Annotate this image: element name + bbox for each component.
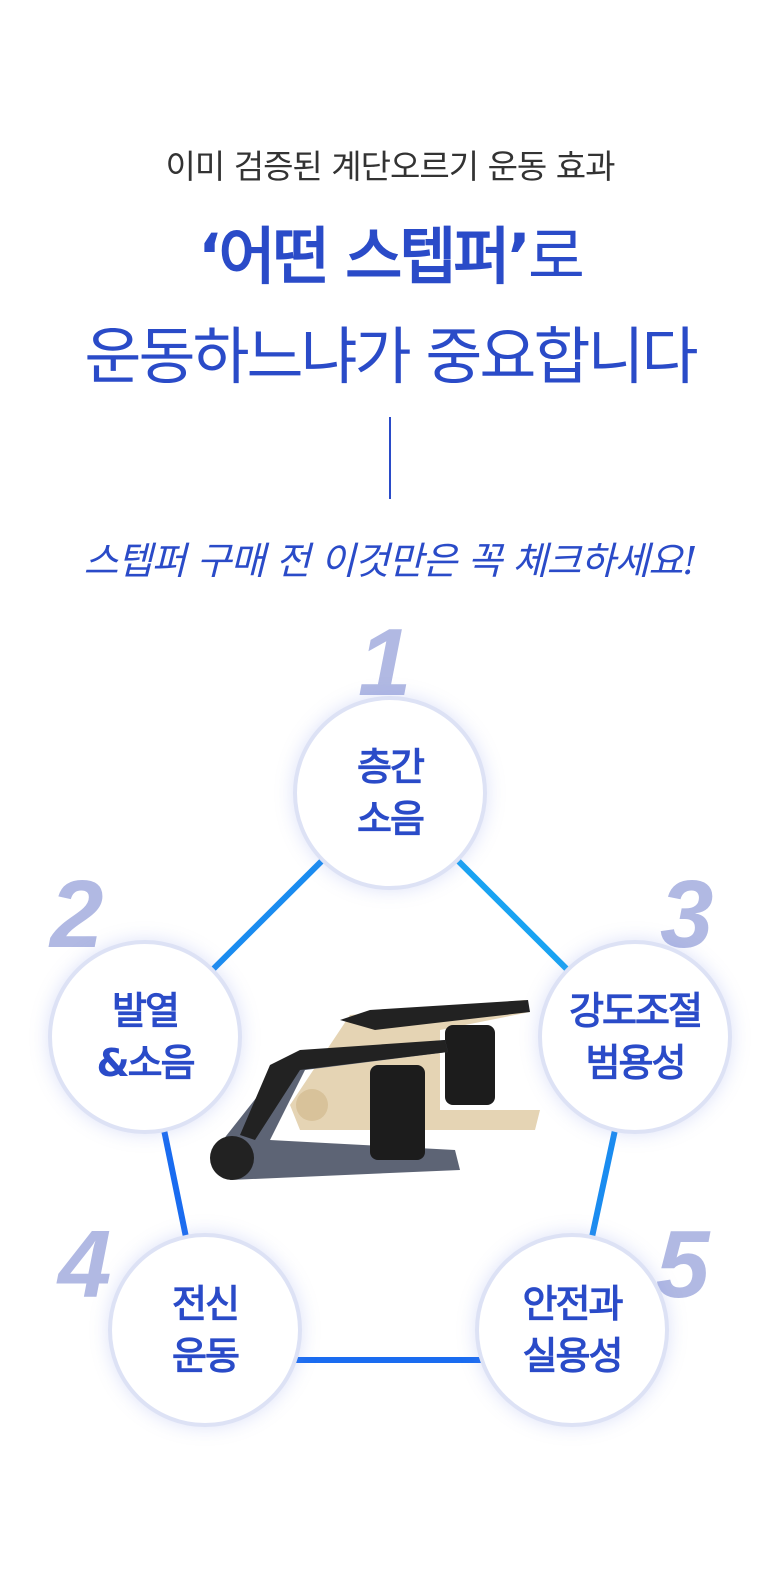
headline-suffix: 로 bbox=[527, 220, 585, 293]
checkpoint-label: 층간 bbox=[357, 745, 425, 789]
checkpoint-label: 발열 bbox=[112, 989, 180, 1033]
checkpoint-label: 강도조절 bbox=[569, 989, 703, 1033]
checkpoint-2: 발열&소음 bbox=[48, 940, 242, 1134]
checkpoint-label: 운동 bbox=[172, 1334, 240, 1378]
headline-line1: ‘어떤 스텝퍼’로 bbox=[0, 222, 780, 292]
number-5: 5 bbox=[656, 1211, 710, 1318]
checkpoint-label: 소음 bbox=[357, 797, 425, 841]
headline-quote: ‘어떤 스텝퍼’ bbox=[198, 220, 531, 293]
stepper-product-image bbox=[210, 1000, 540, 1180]
subtitle: 이미 검증된 계단오르기 운동 효과 bbox=[165, 147, 616, 186]
checkpoint-label: &소음 bbox=[96, 1041, 195, 1085]
headline-line2: 운동하느냐가 중요합니다 bbox=[84, 320, 698, 393]
number-4: 4 bbox=[58, 1211, 112, 1318]
checkpoint-label: 안전과 bbox=[522, 1282, 624, 1326]
checkpoint-label: 전신 bbox=[172, 1282, 240, 1326]
checkpoint-label: 실용성 bbox=[522, 1334, 624, 1378]
number-2: 2 bbox=[50, 861, 104, 968]
checkpoint-label: 범용성 bbox=[585, 1041, 687, 1085]
divider bbox=[389, 417, 391, 499]
handwritten-callout: 스텝퍼 구매 전 이것만은 꼭 체크하세요! bbox=[83, 539, 697, 583]
